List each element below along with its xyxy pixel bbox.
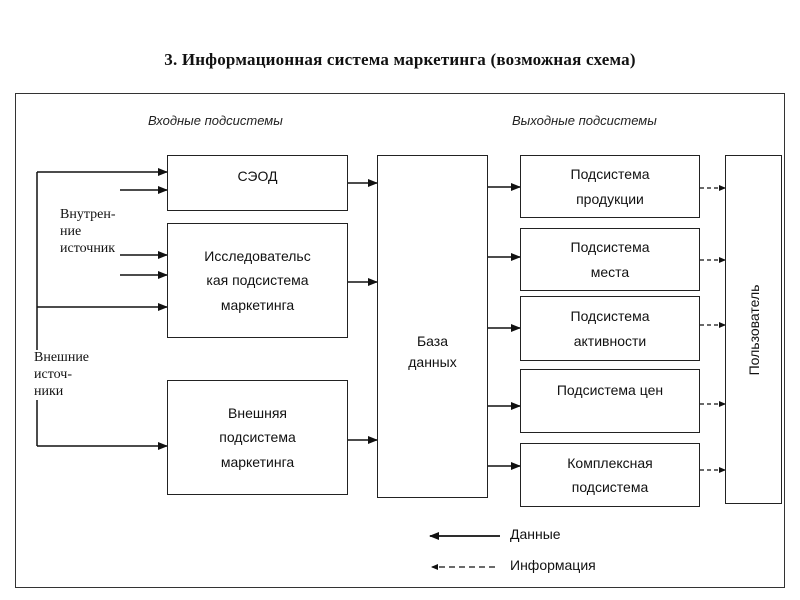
output-price-box: Подсистема цен [520, 369, 700, 433]
internal-sources-line-1: Внутрен- [60, 207, 116, 222]
output-product-box: Подсистема продукции [520, 155, 700, 218]
database-line-1: База [416, 332, 448, 349]
external-sub-line-1: Внешняя [228, 404, 287, 421]
output-product-line-2: продукции [576, 190, 644, 207]
output-activity-line-2: активности [573, 332, 647, 349]
output-place-line-2: места [590, 263, 630, 280]
external-sub-line-2: подсистема [219, 429, 296, 446]
research-line-2: кая подсистема [206, 272, 309, 289]
output-complex-box: Комплексная подсистема [520, 443, 700, 507]
seod-label: СЭОД [237, 168, 278, 184]
output-place-box: Подсистема места [520, 228, 700, 291]
database-line-2: данных [408, 353, 457, 370]
internal-sources-label: Внутрен- ние источник [60, 207, 116, 258]
external-sources-line-3: ники [34, 383, 64, 399]
external-sources-label: Внешние источ- ники [34, 350, 90, 401]
external-subsystem-box: Внешняя подсистема маркетинга [167, 380, 348, 495]
user-box: Пользователь [725, 155, 782, 504]
output-complex-line-2: подсистема [571, 479, 649, 495]
external-sources-line-2: источ- [34, 366, 72, 382]
output-product-line-1: Подсистема [570, 166, 650, 182]
internal-sources-line-3: источник [60, 240, 116, 256]
user-label: Пользователь [745, 284, 762, 375]
output-activity-box: Подсистема активности [520, 296, 700, 361]
output-subsystems-header: Выходные подсистемы [512, 113, 657, 128]
output-complex-line-1: Комплексная [567, 454, 653, 471]
research-line-1: Исследовательс [204, 247, 311, 264]
output-price-label: Подсистема цен [556, 382, 664, 398]
diagram-frame [15, 93, 785, 588]
diagram-title: 3. Информационная система маркетинга (во… [164, 50, 636, 69]
input-subsystems-header: Входные подсистемы [148, 113, 283, 128]
external-sub-line-3: маркетинга [220, 453, 295, 470]
output-place-line-1: Подсистема [570, 239, 650, 255]
database-box: База данных [377, 155, 488, 498]
legend-info-label: Информация [510, 557, 596, 573]
output-activity-line-1: Подсистема [570, 308, 650, 324]
legend-data-label: Данные [510, 526, 561, 542]
seod-box: СЭОД [167, 155, 348, 211]
external-sources-line-1: Внешние [34, 350, 90, 365]
research-line-3: маркетинга [220, 296, 295, 313]
research-subsystem-box: Исследовательс кая подсистема маркетинга [167, 223, 348, 338]
internal-sources-line-2: ние [60, 223, 82, 239]
